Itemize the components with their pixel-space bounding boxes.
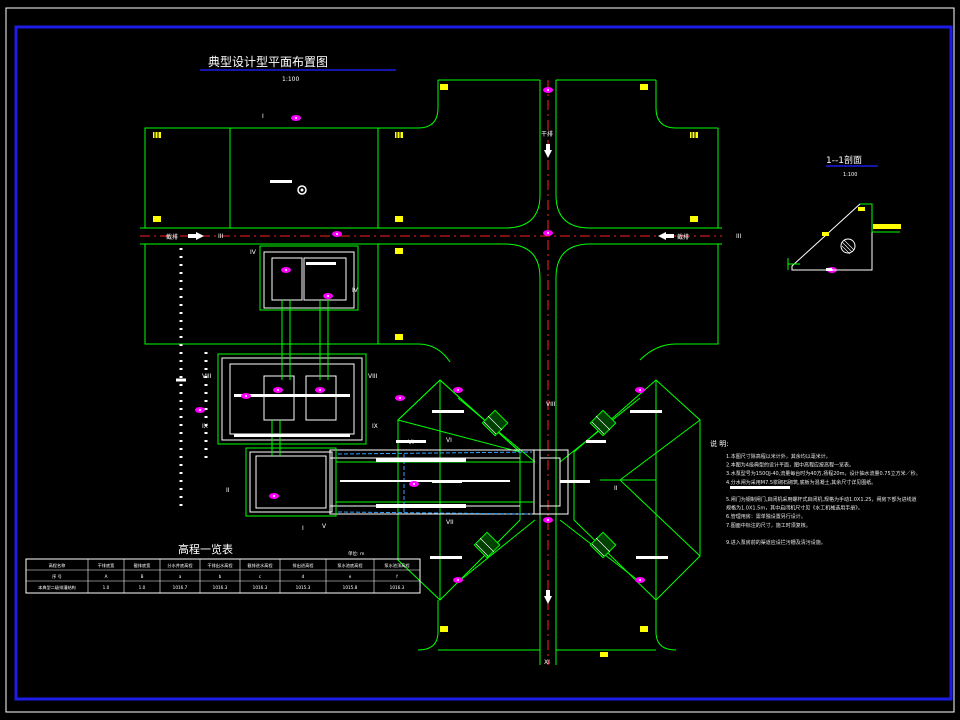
section-mark-vi-right: VI xyxy=(446,437,452,444)
label-leaders xyxy=(270,180,668,559)
flow-label-north: 干排 xyxy=(541,130,553,138)
section-mark-ix-right: IX xyxy=(372,423,378,430)
note-item: 7.图面中标注的尺寸，施工时须复核。 xyxy=(726,522,811,529)
arrow-right-icon xyxy=(196,232,204,240)
table-header-cell: 排出进高程 xyxy=(293,562,315,569)
elevation-unit: 单位: m xyxy=(348,550,364,557)
outer-frame xyxy=(5,7,955,713)
section-mark-ii-right: II xyxy=(614,485,618,492)
section-mark-ii-left: II xyxy=(226,487,230,494)
table-cell: 1015.3 xyxy=(296,585,311,590)
culvert-hatch xyxy=(475,415,611,557)
section-mark-vi-left: VI xyxy=(408,439,414,446)
section-drawing xyxy=(787,203,900,271)
table-header-cell: 泵水池顶高程 xyxy=(384,562,410,569)
note-item: 规格为1.0X1.5m，其中启闭机尺寸见《水工机械选用手册》。 xyxy=(726,505,863,512)
section-mark-iii-right: III xyxy=(736,233,742,240)
yellow-markers xyxy=(153,84,901,657)
table-cell: 1016.3 xyxy=(213,585,228,590)
note-item: 1.本图尺寸除高程以米计外，其余均以毫米计。 xyxy=(726,453,831,460)
table-cell: e xyxy=(349,574,352,579)
pump-station xyxy=(221,251,569,515)
notes-heading: 说 明: xyxy=(710,439,729,448)
table-header-cell: 干排底宽 xyxy=(98,562,116,569)
arrow-down-icon-2 xyxy=(544,596,552,604)
inner-frame xyxy=(14,25,953,701)
table-cell: 1016.7 xyxy=(173,585,188,590)
table-cell: 序 号 xyxy=(52,573,62,580)
table-cell: d xyxy=(302,574,305,579)
section-title: 1--1剖面 xyxy=(826,154,862,166)
notes-highlight-bar xyxy=(730,486,790,489)
blue-channel xyxy=(337,451,533,515)
notes-list: 1.本图尺寸除高程以米计外，其余均以毫米计。 2.本图为4级典型的设计平面，图中高… xyxy=(726,453,921,546)
arrow-left-icon xyxy=(658,232,666,240)
culvert-pipe-icon xyxy=(473,409,617,559)
magenta-markers xyxy=(195,87,837,583)
marker-hatches xyxy=(154,132,696,138)
flow-arrows xyxy=(188,144,674,604)
table-cell: 本典型二级排灌结构 xyxy=(38,584,76,591)
section-mark-vii-bottom: VII xyxy=(446,519,454,526)
elevation-table-title: 高程一览表 xyxy=(178,542,233,556)
drawing-title: 典型设计型平面布置图 xyxy=(208,55,328,69)
table-cell: c xyxy=(259,574,262,579)
title-scale: 1:100 xyxy=(282,76,299,83)
section-mark-v: V xyxy=(322,523,327,530)
gear-symbol-icon xyxy=(297,185,307,195)
arrow-down-icon xyxy=(544,150,552,158)
table-cell: b xyxy=(219,574,222,579)
table-cell: 1.0 xyxy=(139,585,146,590)
section-mark-ix-left: IX xyxy=(202,423,208,430)
elevation-table: 高程名称 干排底宽 截排底宽 分水井底高程 干排出水高程 截排进水高程 排出进高程 泵水池底高… xyxy=(25,558,421,594)
section-scale: 1:100 xyxy=(843,172,857,178)
note-item: 9.进入泵房前的渠道应设拦污栅及清污设施。 xyxy=(726,539,826,546)
section-mark-viii-left: VIII xyxy=(202,373,212,380)
section-mark-iii-left: III xyxy=(218,233,224,240)
table-header-cell: 分水井底高程 xyxy=(167,562,193,569)
table-cell: 1.0 xyxy=(103,585,110,590)
left-boundary-dashes xyxy=(179,248,208,510)
note-item: 5.闸门为钢制闸门,启闭机采用螺杆式启闭机,规格为手动1.0X1.25，闸房下部… xyxy=(726,496,916,503)
section-mark-i-top: I xyxy=(262,113,264,120)
table-header-cell: 干排出水高程 xyxy=(207,562,233,569)
table-header-cell: 泵水池底高程 xyxy=(337,562,363,569)
note-item: 4.分水闸为采用M7.5浆砌石砌筑,底板为混凝土,其余尺寸详见图纸。 xyxy=(726,479,876,486)
note-item: 3.水泵型号为150QJ-40,流量每台时为40方,扬程20m，设计抽水流量0.… xyxy=(726,470,921,477)
table-cell: 1016.3 xyxy=(390,585,405,590)
note-item: 2.本图为4级典型的设计平面，图中高程应按高程一览表。 xyxy=(726,462,854,469)
table-cell: 1016.3 xyxy=(253,585,268,590)
section-mark-viii-right: VIII xyxy=(368,373,378,380)
intake-channels xyxy=(217,245,534,517)
table-cell: 1015.8 xyxy=(343,585,358,590)
section-mark-viii-center: VIII xyxy=(546,401,556,408)
section-marks: I I II II III III IV IV V VI VI VII VIII… xyxy=(202,113,742,666)
flow-label-west: 截排 xyxy=(166,233,178,241)
table-cell: A xyxy=(105,574,108,579)
wall-strips xyxy=(234,394,510,508)
centerlines xyxy=(140,80,722,665)
section-mark-i-bottom: I xyxy=(302,525,304,532)
section-mark-xi-bottom: XI xyxy=(544,659,550,666)
flow-label-east: 截排 xyxy=(677,233,689,241)
table-header-cell: 高程名称 xyxy=(49,562,66,569)
road-network xyxy=(140,79,722,665)
note-item: 6.管理用房：需单独设置另行设计。 xyxy=(726,513,806,520)
table-header-cell: 截排底宽 xyxy=(134,562,152,569)
table-cell: B xyxy=(141,574,144,579)
section-mark-iv-left: IV xyxy=(250,249,257,256)
section-mark-iv-right: IV xyxy=(352,287,359,294)
table-header-cell: 截排进水高程 xyxy=(247,562,273,569)
table-cell: f xyxy=(396,574,398,579)
table-cell: a xyxy=(179,574,182,579)
